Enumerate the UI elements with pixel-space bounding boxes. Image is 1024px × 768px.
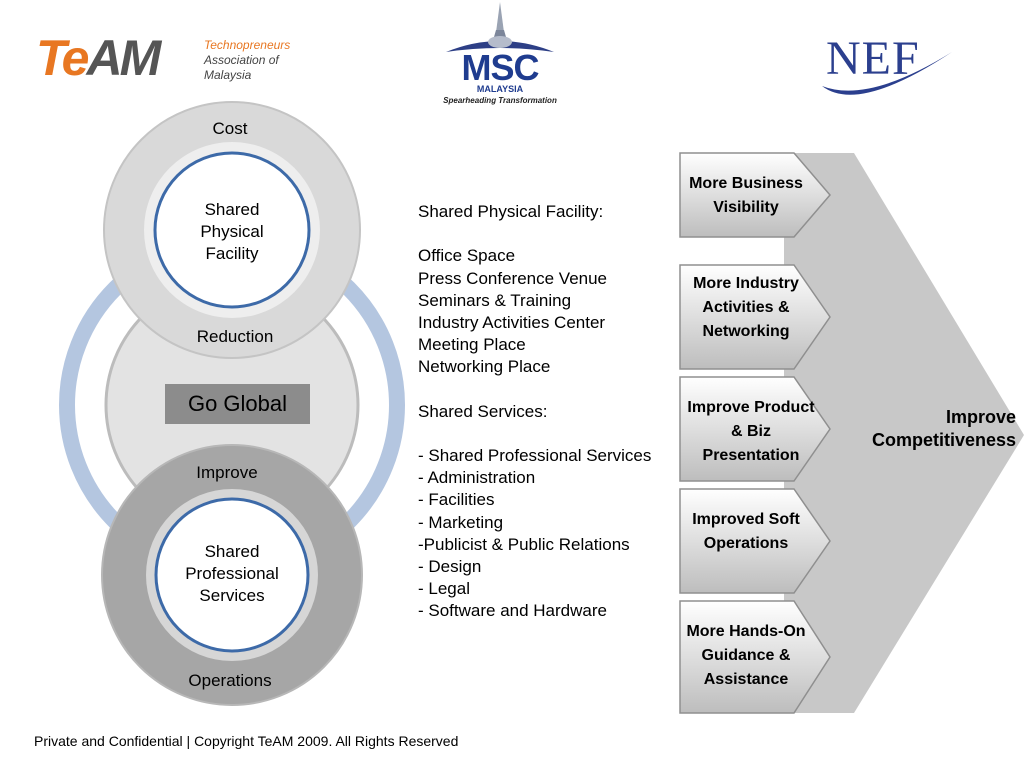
footer-copyright: Private and Confidential | Copyright TeA… xyxy=(34,733,459,749)
competitiveness-arrow xyxy=(784,153,1024,713)
msc-logo: MSC MALAYSIA Spearheading Transformation xyxy=(430,0,570,108)
team-logo: TeAM Technopreneurs Association of Malay… xyxy=(36,30,316,86)
benefit-label-2: More Industry Activities & Networking xyxy=(693,275,799,340)
details-line: - Software and Hardware xyxy=(418,601,607,621)
details-line: - Design xyxy=(418,557,482,576)
team-logo-wordmark: TeAM xyxy=(36,30,161,86)
details-line: - Shared Professional Services xyxy=(418,446,652,466)
chevron-diagram xyxy=(679,152,1024,714)
details-line: Meeting Place xyxy=(418,335,526,355)
benefit-label-5: More Hands-On Guidance & Assistance xyxy=(686,623,806,688)
details-line: Seminars & Training xyxy=(418,290,572,310)
top-inner-circle xyxy=(153,151,311,309)
msc-logo-tagline: Spearheading Transformation xyxy=(443,96,557,105)
team-logo-subtitle: Technopreneurs Association of Malaysia xyxy=(204,38,291,82)
details-line: Press Conference Venue xyxy=(418,268,608,288)
benefit-chevron-4 xyxy=(679,488,831,594)
msc-logo-subtitle: MALAYSIA xyxy=(476,84,524,94)
benefit-chevron-1 xyxy=(679,152,831,238)
details-line: Networking Place xyxy=(418,357,551,377)
circle-diagram xyxy=(59,101,405,706)
benefit-chevron-2 xyxy=(679,264,831,370)
details-line: - Administration xyxy=(418,468,536,488)
details-line xyxy=(418,223,688,245)
reduction-label: Reduction xyxy=(196,327,274,346)
details-line: Office Space xyxy=(418,246,516,266)
improve-competitiveness-label: Improve Competitiveness xyxy=(871,407,1016,450)
details-line: - Marketing xyxy=(418,512,504,532)
details-line xyxy=(418,379,688,401)
cost-label: Cost xyxy=(212,119,248,138)
benefit-label-1: More Business Visibility xyxy=(689,175,803,216)
details-line: Industry Activities Center xyxy=(418,312,606,332)
details-line: -Publicist & Public Relations xyxy=(418,534,630,554)
benefit-label-4: Improved Soft Operations xyxy=(692,511,800,552)
go-global-box: Go Global xyxy=(165,384,310,424)
nef-swoosh-icon xyxy=(822,52,952,95)
operations-label: Operations xyxy=(188,671,272,690)
bottom-inner-circle xyxy=(154,497,310,653)
msc-tower-icon xyxy=(446,2,554,52)
details-line: - Legal xyxy=(418,579,470,599)
details-line: - Facilities xyxy=(418,490,495,510)
details-line xyxy=(418,423,688,445)
benefit-chevron-3 xyxy=(679,376,831,482)
shared-professional-services-label: Shared Professional Services xyxy=(185,542,279,605)
shared-physical-facility-label: Shared Physical Facility xyxy=(200,200,264,263)
details-line: Shared Physical Facility: xyxy=(418,202,604,221)
improve-label: Improve xyxy=(196,463,258,482)
details-line: Shared Services: xyxy=(418,401,548,421)
nef-logo-wordmark: NEF xyxy=(826,32,920,85)
msc-logo-wordmark: MSC xyxy=(461,47,540,88)
benefit-chevron-5 xyxy=(679,600,831,714)
nef-logo: NEF xyxy=(818,30,958,110)
benefit-label-3: Improve Product & Biz Presentation xyxy=(687,399,815,464)
